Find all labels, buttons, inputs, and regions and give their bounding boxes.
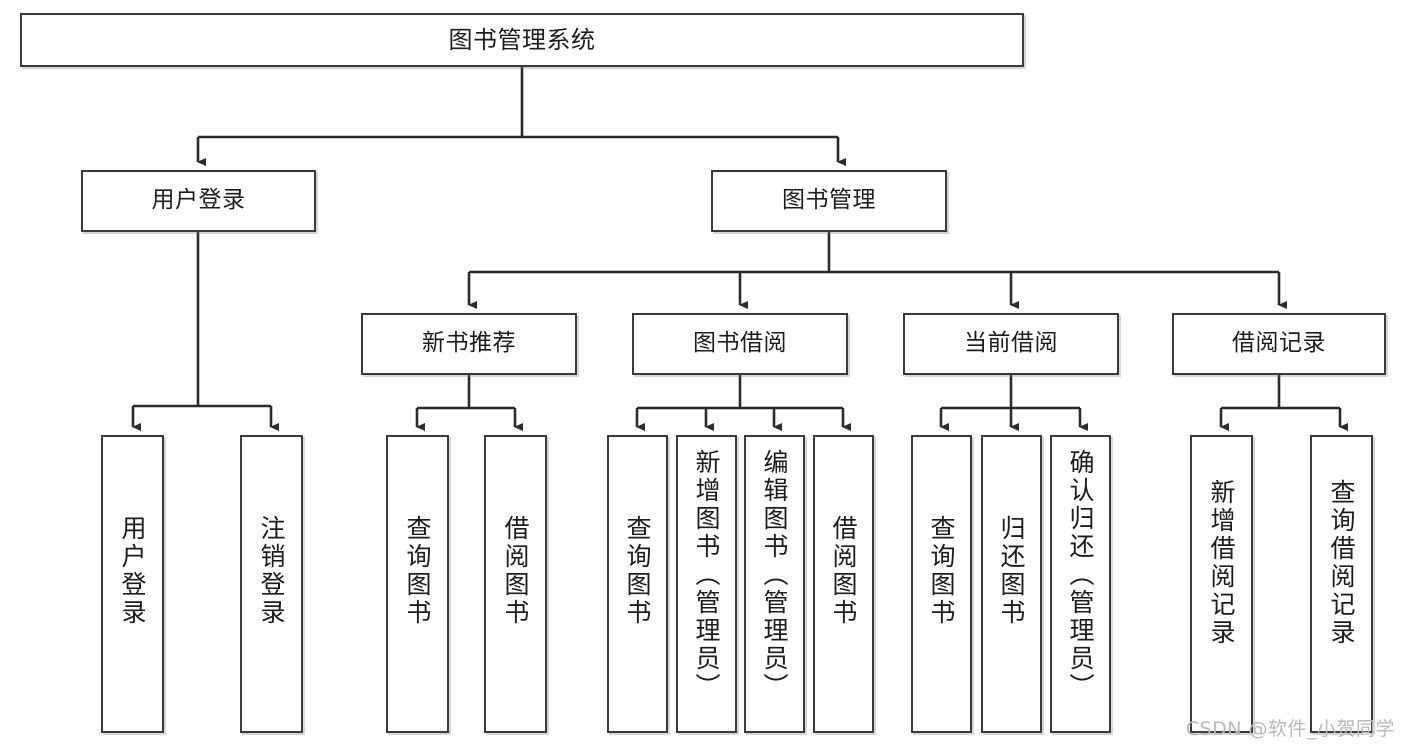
csdn-watermark: CSDN @软件_小贺同学 [1185, 718, 1395, 740]
node-label: 图书管理 [782, 187, 876, 214]
node-borrow-records[interactable]: 借阅记录 [1172, 313, 1386, 375]
leaf-current-borrow-confirm-return-admin[interactable]: 确认归还（管理员） [1050, 435, 1111, 733]
node-user-login[interactable]: 用户登录 [81, 170, 316, 232]
leaf-borrow-records-query-record[interactable]: 查询借阅记录 [1310, 435, 1373, 733]
node-label: 当前借阅 [964, 330, 1058, 357]
node-label: 查询图书 [623, 515, 652, 627]
leaf-book-borrow-borrow-book[interactable]: 借阅图书 [813, 435, 874, 733]
node-label: 查询图书 [403, 515, 432, 627]
leaf-current-borrow-return-book[interactable]: 归还图书 [981, 435, 1042, 733]
node-book-borrow[interactable]: 图书借阅 [632, 313, 848, 375]
node-label: 用户登录 [151, 187, 246, 214]
leaf-user-login-signout[interactable]: 注销登录 [240, 435, 303, 733]
node-book-management[interactable]: 图书管理 [711, 170, 947, 232]
node-label: 注销登录 [257, 515, 286, 627]
node-label: 新增借阅记录 [1207, 479, 1236, 647]
node-new-book-recommend[interactable]: 新书推荐 [361, 313, 577, 375]
node-label: 查询图书 [927, 515, 956, 627]
node-label: 归还图书 [997, 515, 1026, 627]
leaf-book-borrow-query-book[interactable]: 查询图书 [607, 435, 668, 733]
leaf-borrow-records-add-record[interactable]: 新增借阅记录 [1190, 435, 1253, 733]
node-label: 借阅图书 [829, 515, 858, 627]
node-root-system[interactable]: 图书管理系统 [20, 13, 1024, 67]
node-label: 确认归还（管理员） [1066, 449, 1095, 701]
node-label: 编辑图书（管理员） [760, 449, 789, 701]
leaf-new-books-query-book[interactable]: 查询图书 [386, 435, 449, 733]
leaf-book-borrow-add-book-admin[interactable]: 新增图书（管理员） [676, 435, 737, 733]
node-label: 用户登录 [118, 515, 147, 627]
leaf-new-books-borrow-book[interactable]: 借阅图书 [484, 435, 547, 733]
node-label: 查询借阅记录 [1327, 479, 1356, 647]
leaf-current-borrow-query-book[interactable]: 查询图书 [911, 435, 972, 733]
node-label: 新书推荐 [422, 330, 516, 357]
node-current-borrow[interactable]: 当前借阅 [903, 313, 1119, 375]
leaf-book-borrow-edit-book-admin[interactable]: 编辑图书（管理员） [744, 435, 805, 733]
node-label: 图书借阅 [693, 330, 787, 357]
node-label: 借阅记录 [1232, 330, 1326, 357]
leaf-user-login-signin[interactable]: 用户登录 [101, 435, 164, 733]
node-label: 借阅图书 [501, 515, 530, 627]
node-label: 图书管理系统 [448, 25, 596, 54]
node-label: 新增图书（管理员） [692, 449, 721, 701]
